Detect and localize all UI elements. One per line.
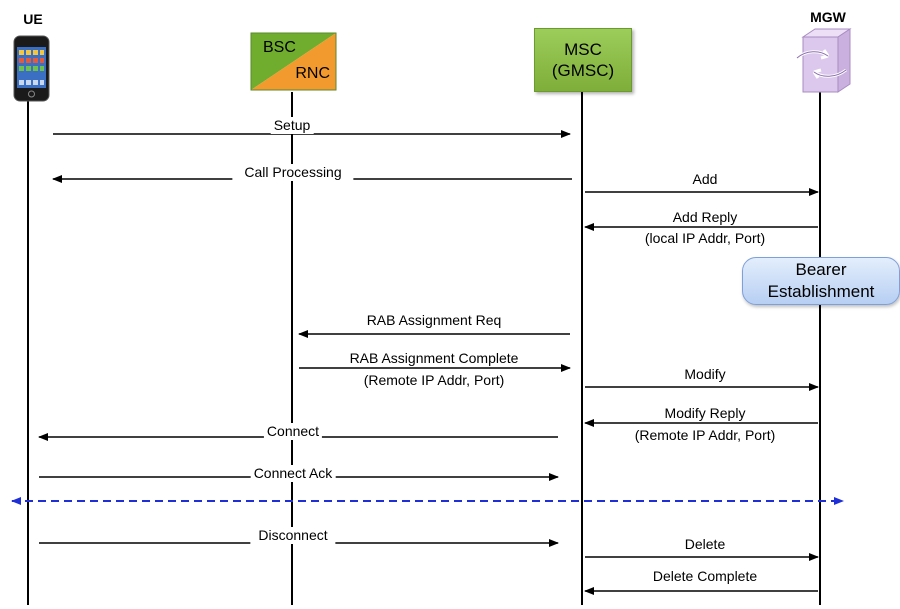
connect-ack-label: Connect Ack (250, 465, 336, 482)
connect-label: Connect (263, 423, 323, 440)
disconnect-label: Disconnect (250, 527, 336, 544)
mgw-title: MGW (810, 9, 846, 25)
msc-label: MSC (564, 40, 602, 59)
add-label: Add (692, 171, 718, 187)
delete-complete-label: Delete Complete (652, 568, 758, 584)
bsc-rnc-box (250, 32, 337, 91)
rnc-label: RNC (295, 65, 330, 82)
rab-complete-label: RAB Assignment Complete (349, 350, 519, 366)
rab-complete-sublabel: (Remote IP Addr, Port) (363, 372, 505, 388)
bearer-label-line2: Establishment (767, 282, 875, 301)
mgw-cube-icon (796, 28, 852, 93)
modify-label: Modify (684, 366, 726, 382)
bsc-label: BSC (263, 39, 296, 56)
phone-icon (13, 35, 50, 102)
add-reply-label: Add Reply (672, 209, 738, 225)
setup-label: Setup (270, 117, 314, 134)
modify-reply-sublabel: (Remote IP Addr, Port) (634, 427, 776, 443)
delete-label: Delete (684, 536, 726, 552)
rab-req-label: RAB Assignment Req (366, 312, 502, 328)
call-processing-label: Call Processing (232, 164, 354, 181)
bsc-rnc-labels: BSC RNC (251, 33, 336, 90)
ue-title: UE (23, 11, 43, 27)
bearer-label-line1: Bearer (795, 260, 847, 279)
modify-reply-label: Modify Reply (664, 405, 746, 421)
add-reply-sublabel: (local IP Addr, Port) (644, 230, 766, 246)
bearer-establishment-box: Bearer Establishment (742, 257, 900, 305)
gmsc-label: (GMSC) (551, 61, 615, 80)
msc-box: MSC (GMSC) (534, 28, 632, 92)
